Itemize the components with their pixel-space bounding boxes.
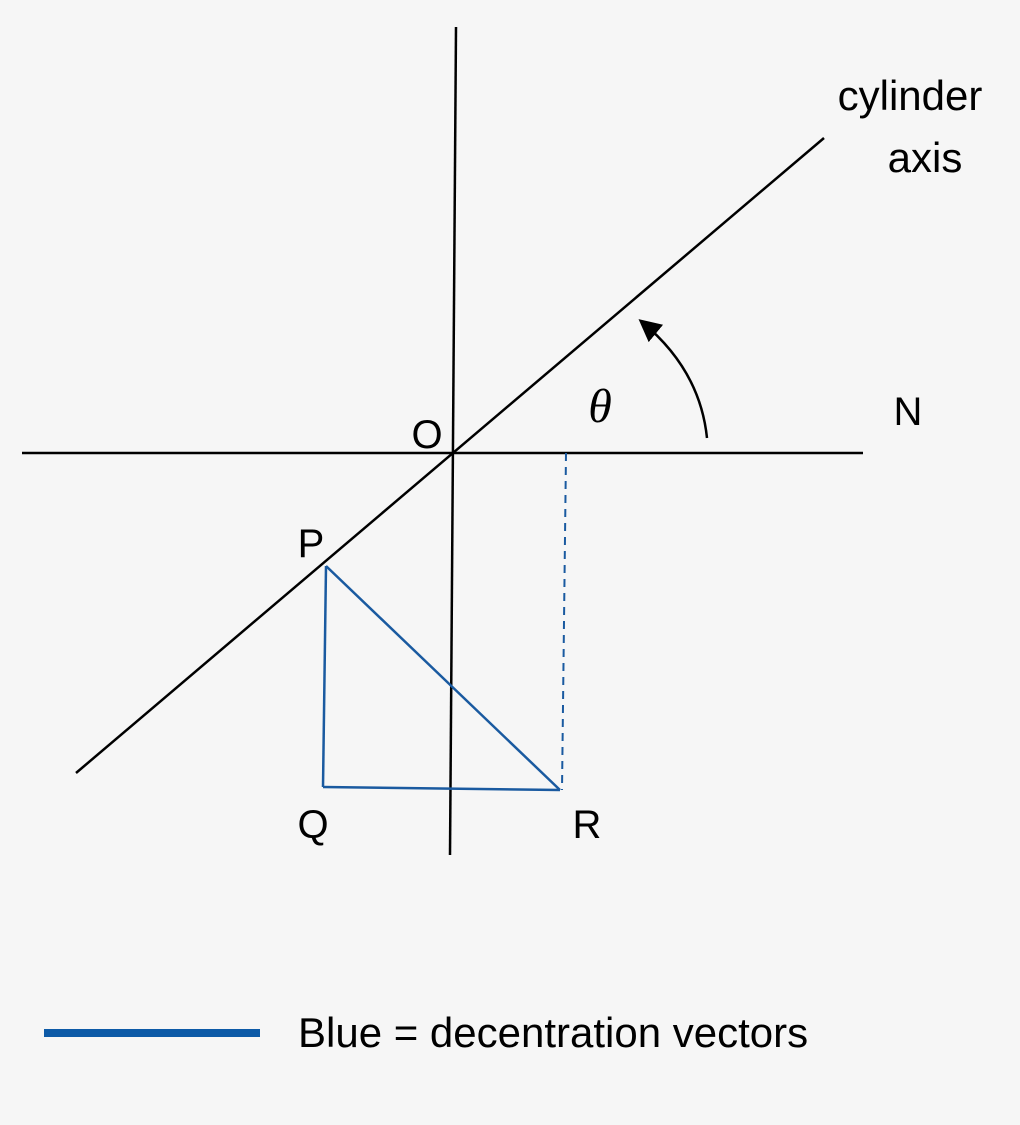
theta-label: θ — [588, 380, 612, 433]
vector-pq — [321, 565, 328, 788]
vector-pr — [325, 565, 561, 791]
q-label: Q — [297, 803, 328, 847]
p-label: P — [298, 522, 325, 566]
cylinder-axis-label-line2: axis — [888, 134, 963, 181]
vertical-axis-line — [448, 26, 458, 856]
origin-label: O — [411, 413, 442, 457]
cylinder-axis-label-line1: cylinder — [838, 72, 983, 119]
cylinder-axis-line — [75, 137, 825, 774]
dashed-projection-line — [561, 452, 567, 791]
vector-qr — [322, 785, 561, 792]
angle-arc-arrow — [638, 319, 709, 439]
n-label: N — [894, 390, 923, 434]
legend-text: Blue = decentration vectors — [298, 1009, 808, 1056]
r-label: R — [573, 803, 602, 847]
